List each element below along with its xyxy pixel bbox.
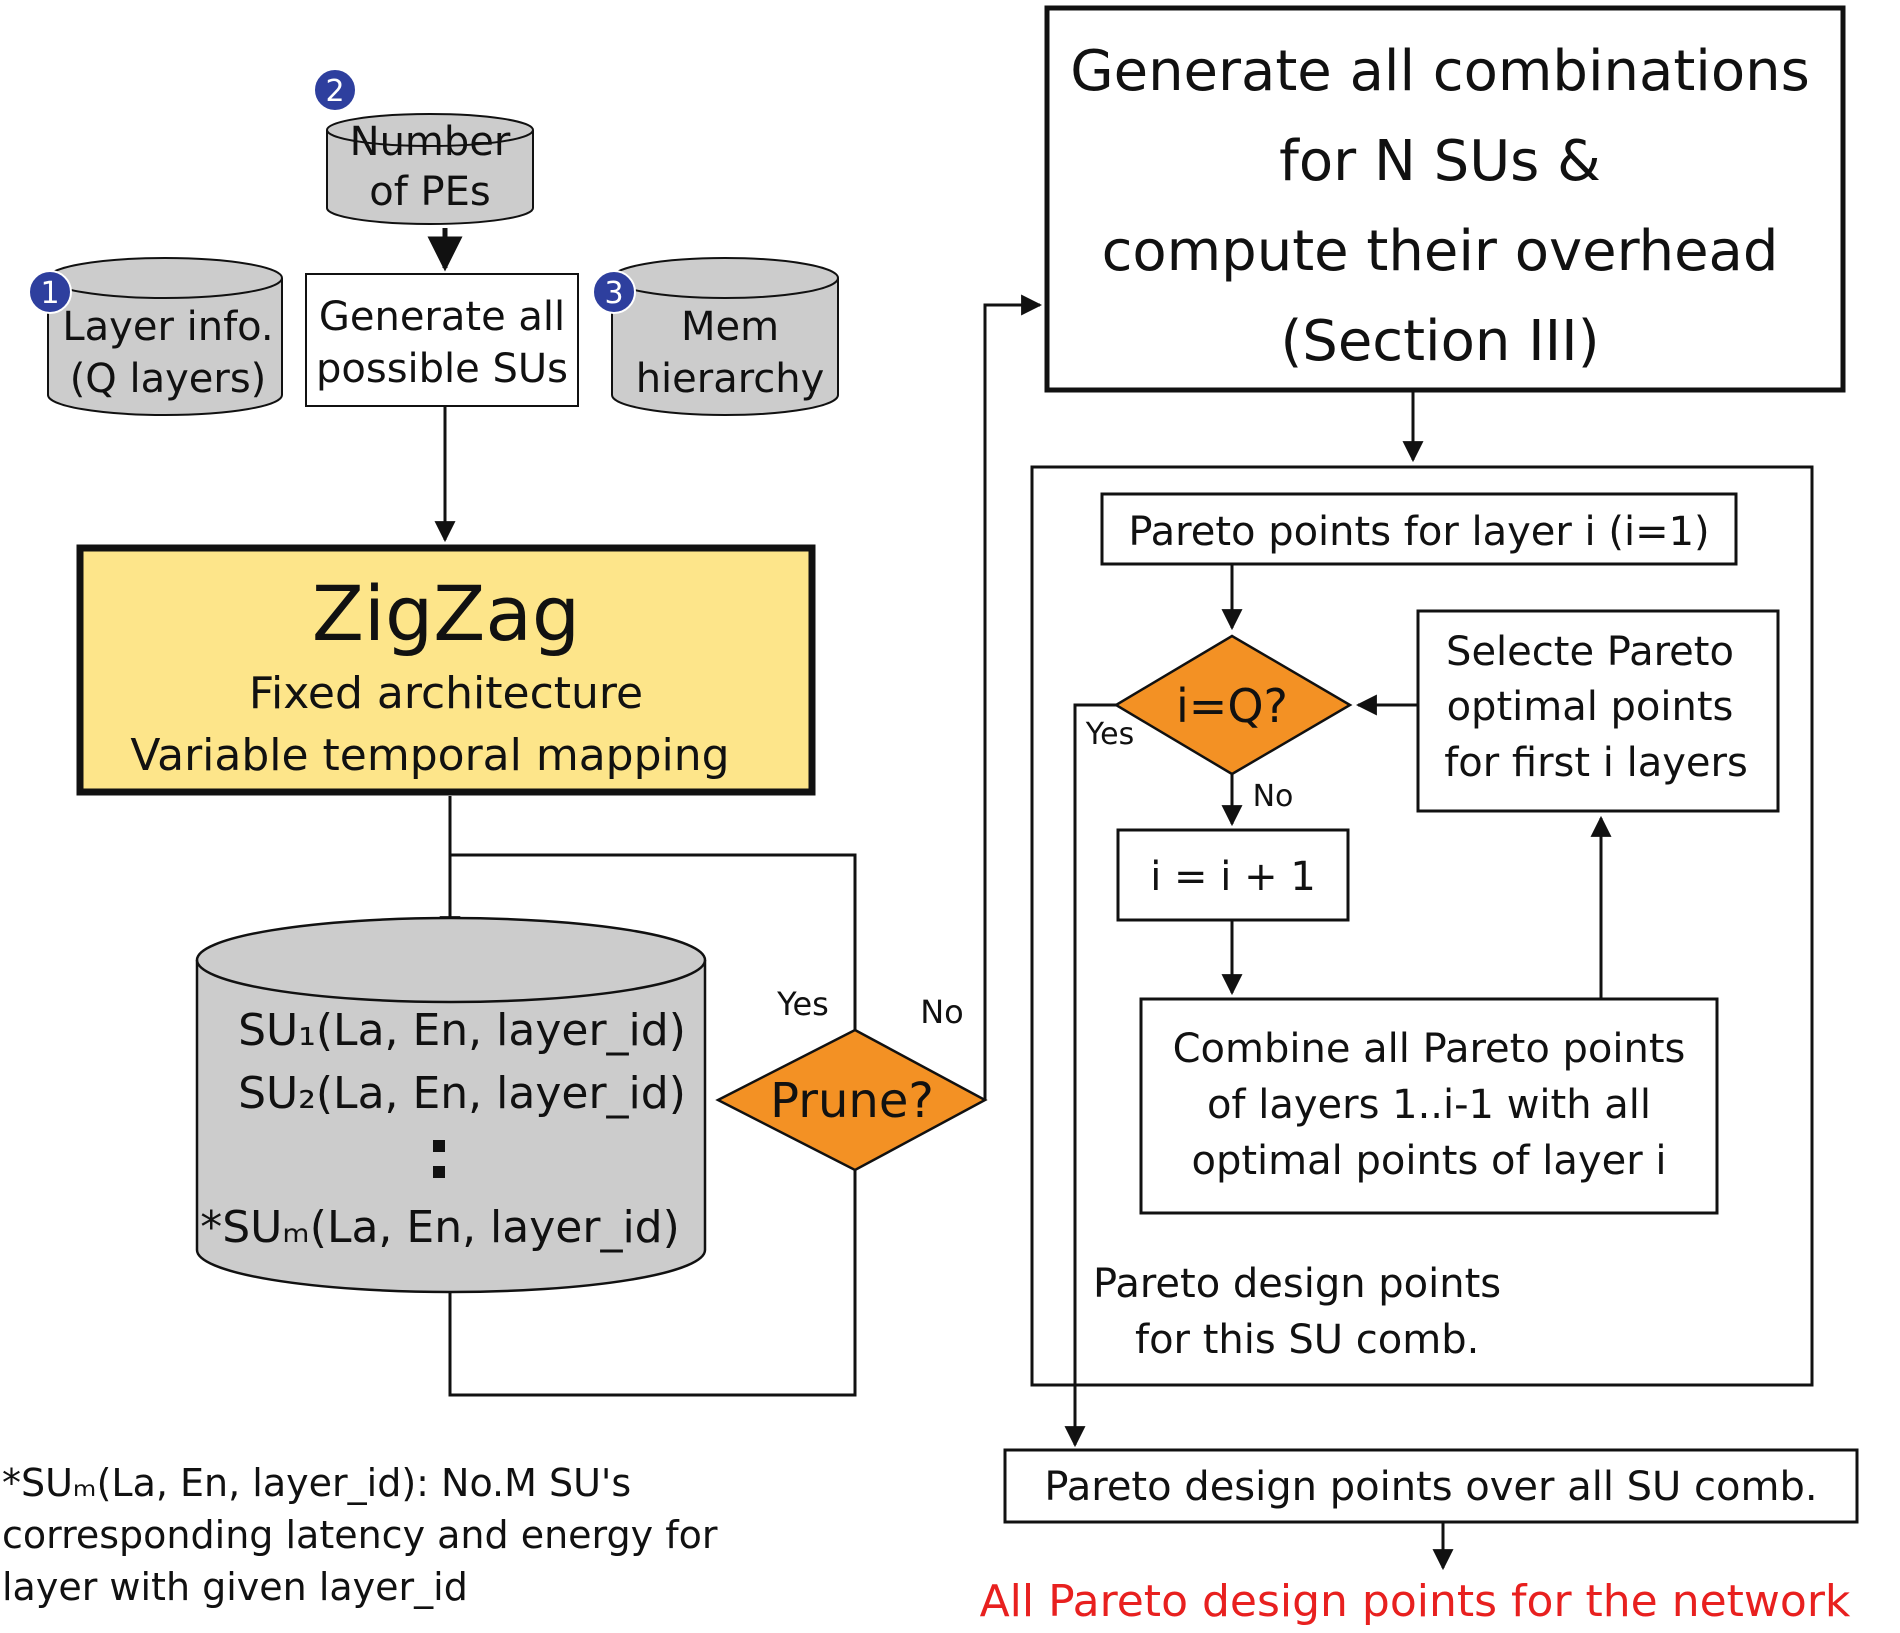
- combine-box: Combine all Pareto points of layers 1..i…: [1139, 997, 1719, 1215]
- su-row-2: SU₂(La, En, layer_id): [238, 1068, 686, 1119]
- all-su-comb-label: Pareto design points over all SU comb.: [1044, 1464, 1817, 1510]
- combinations-box: Generate all combinations for N SUs & co…: [1044, 5, 1846, 393]
- select-box: Selecte Pareto optimal points for first …: [1416, 609, 1780, 813]
- badge-3: 3: [592, 270, 636, 314]
- combine-line2: of layers 1..i-1 with all: [1207, 1082, 1651, 1128]
- footnote-line1: *SUₘ(La, En, layer_id): No.M SU's: [2, 1461, 631, 1505]
- pareto-start-box: Pareto points for layer i (i=1): [1100, 492, 1738, 566]
- badge-1-number: 1: [40, 276, 59, 311]
- combinations-line3: compute their overhead: [1102, 219, 1779, 284]
- mem-line1: Mem: [681, 304, 779, 350]
- final-output-text: All Pareto design points for the network: [980, 1576, 1851, 1627]
- zigzag-line2: Variable temporal mapping: [130, 730, 729, 781]
- pareto-start-label: Pareto points for layer i (i=1): [1128, 509, 1709, 555]
- combinations-line4: (Section III): [1280, 309, 1599, 374]
- increment-label: i = i + 1: [1150, 854, 1316, 900]
- select-line2: optimal points: [1447, 684, 1734, 730]
- su-store-to-prune-line: [448, 1170, 857, 1397]
- combine-line3: optimal points of layer i: [1192, 1138, 1667, 1184]
- combinations-line1: Generate all combinations: [1070, 39, 1810, 104]
- badge-3-number: 3: [604, 276, 623, 311]
- footnote: *SUₘ(La, En, layer_id): No.M SU's corres…: [2, 1461, 718, 1609]
- footnote-line2: corresponding latency and energy for: [2, 1513, 718, 1557]
- iq-no-label: No: [1253, 779, 1294, 814]
- prune-yes-loop-line: [450, 853, 857, 1030]
- ellipsis-dot: [433, 1166, 445, 1178]
- generate-sus-box: Generate all possible SUs: [305, 273, 579, 407]
- ellipsis-dot: [433, 1140, 445, 1152]
- su-storage-cylinder: SU₁(La, En, layer_id) SU₂(La, En, layer_…: [195, 916, 707, 1294]
- su-row-m: *SUₘ(La, En, layer_id): [200, 1202, 680, 1253]
- layer-info-cylinder: Layer info. (Q layers): [47, 257, 283, 416]
- mem-line2: hierarchy: [636, 356, 825, 402]
- arrow-yes-to-design-points: [1064, 703, 1116, 1448]
- design-points-line1: Pareto design points: [1093, 1261, 1501, 1307]
- combinations-line2: for N SUs &: [1279, 129, 1601, 194]
- combine-line1: Combine all Pareto points: [1173, 1026, 1686, 1072]
- badge-2: 2: [313, 68, 357, 112]
- select-line1: Selecte Pareto: [1446, 629, 1734, 675]
- zigzag-title: ZigZag: [312, 569, 580, 658]
- footnote-line3: layer with given layer_id: [2, 1565, 468, 1609]
- pes-label-line1: Number: [350, 119, 511, 165]
- select-line3: for first i layers: [1444, 740, 1748, 786]
- pareto-search-frame: [1030, 465, 1814, 1387]
- prune-decision: Prune?: [715, 1028, 988, 1172]
- layer-info-line2: (Q layers): [70, 356, 267, 402]
- generate-sus-line1: Generate all: [319, 294, 565, 340]
- generate-sus-line2: possible SUs: [316, 346, 568, 392]
- layer-info-line1: Layer info.: [62, 304, 273, 350]
- arrow-prune-no-to-combinations: [983, 294, 1043, 1100]
- iq-decision: i=Q?: [1113, 634, 1353, 776]
- mem-hierarchy-cylinder: Mem hierarchy: [611, 257, 839, 416]
- prune-no-label: No: [920, 993, 964, 1031]
- increment-box: i = i + 1: [1116, 828, 1350, 922]
- zigzag-box: ZigZag Fixed architecture Variable tempo…: [76, 544, 816, 796]
- design-points-line2: for this SU comb.: [1135, 1317, 1479, 1363]
- prune-label: Prune?: [770, 1073, 934, 1129]
- pes-label-line2: of PEs: [369, 169, 491, 215]
- zigzag-line1: Fixed architecture: [249, 668, 643, 719]
- badge-1: 1: [28, 270, 72, 314]
- su-row-1: SU₁(La, En, layer_id): [238, 1005, 686, 1056]
- all-su-comb-box: Pareto design points over all SU comb.: [1003, 1448, 1859, 1524]
- iq-yes-label: Yes: [1085, 717, 1134, 752]
- pes-cylinder: Number of PEs: [326, 113, 534, 225]
- prune-yes-label: Yes: [776, 985, 829, 1023]
- iq-decision-label: i=Q?: [1176, 679, 1288, 733]
- badge-2-number: 2: [325, 74, 344, 109]
